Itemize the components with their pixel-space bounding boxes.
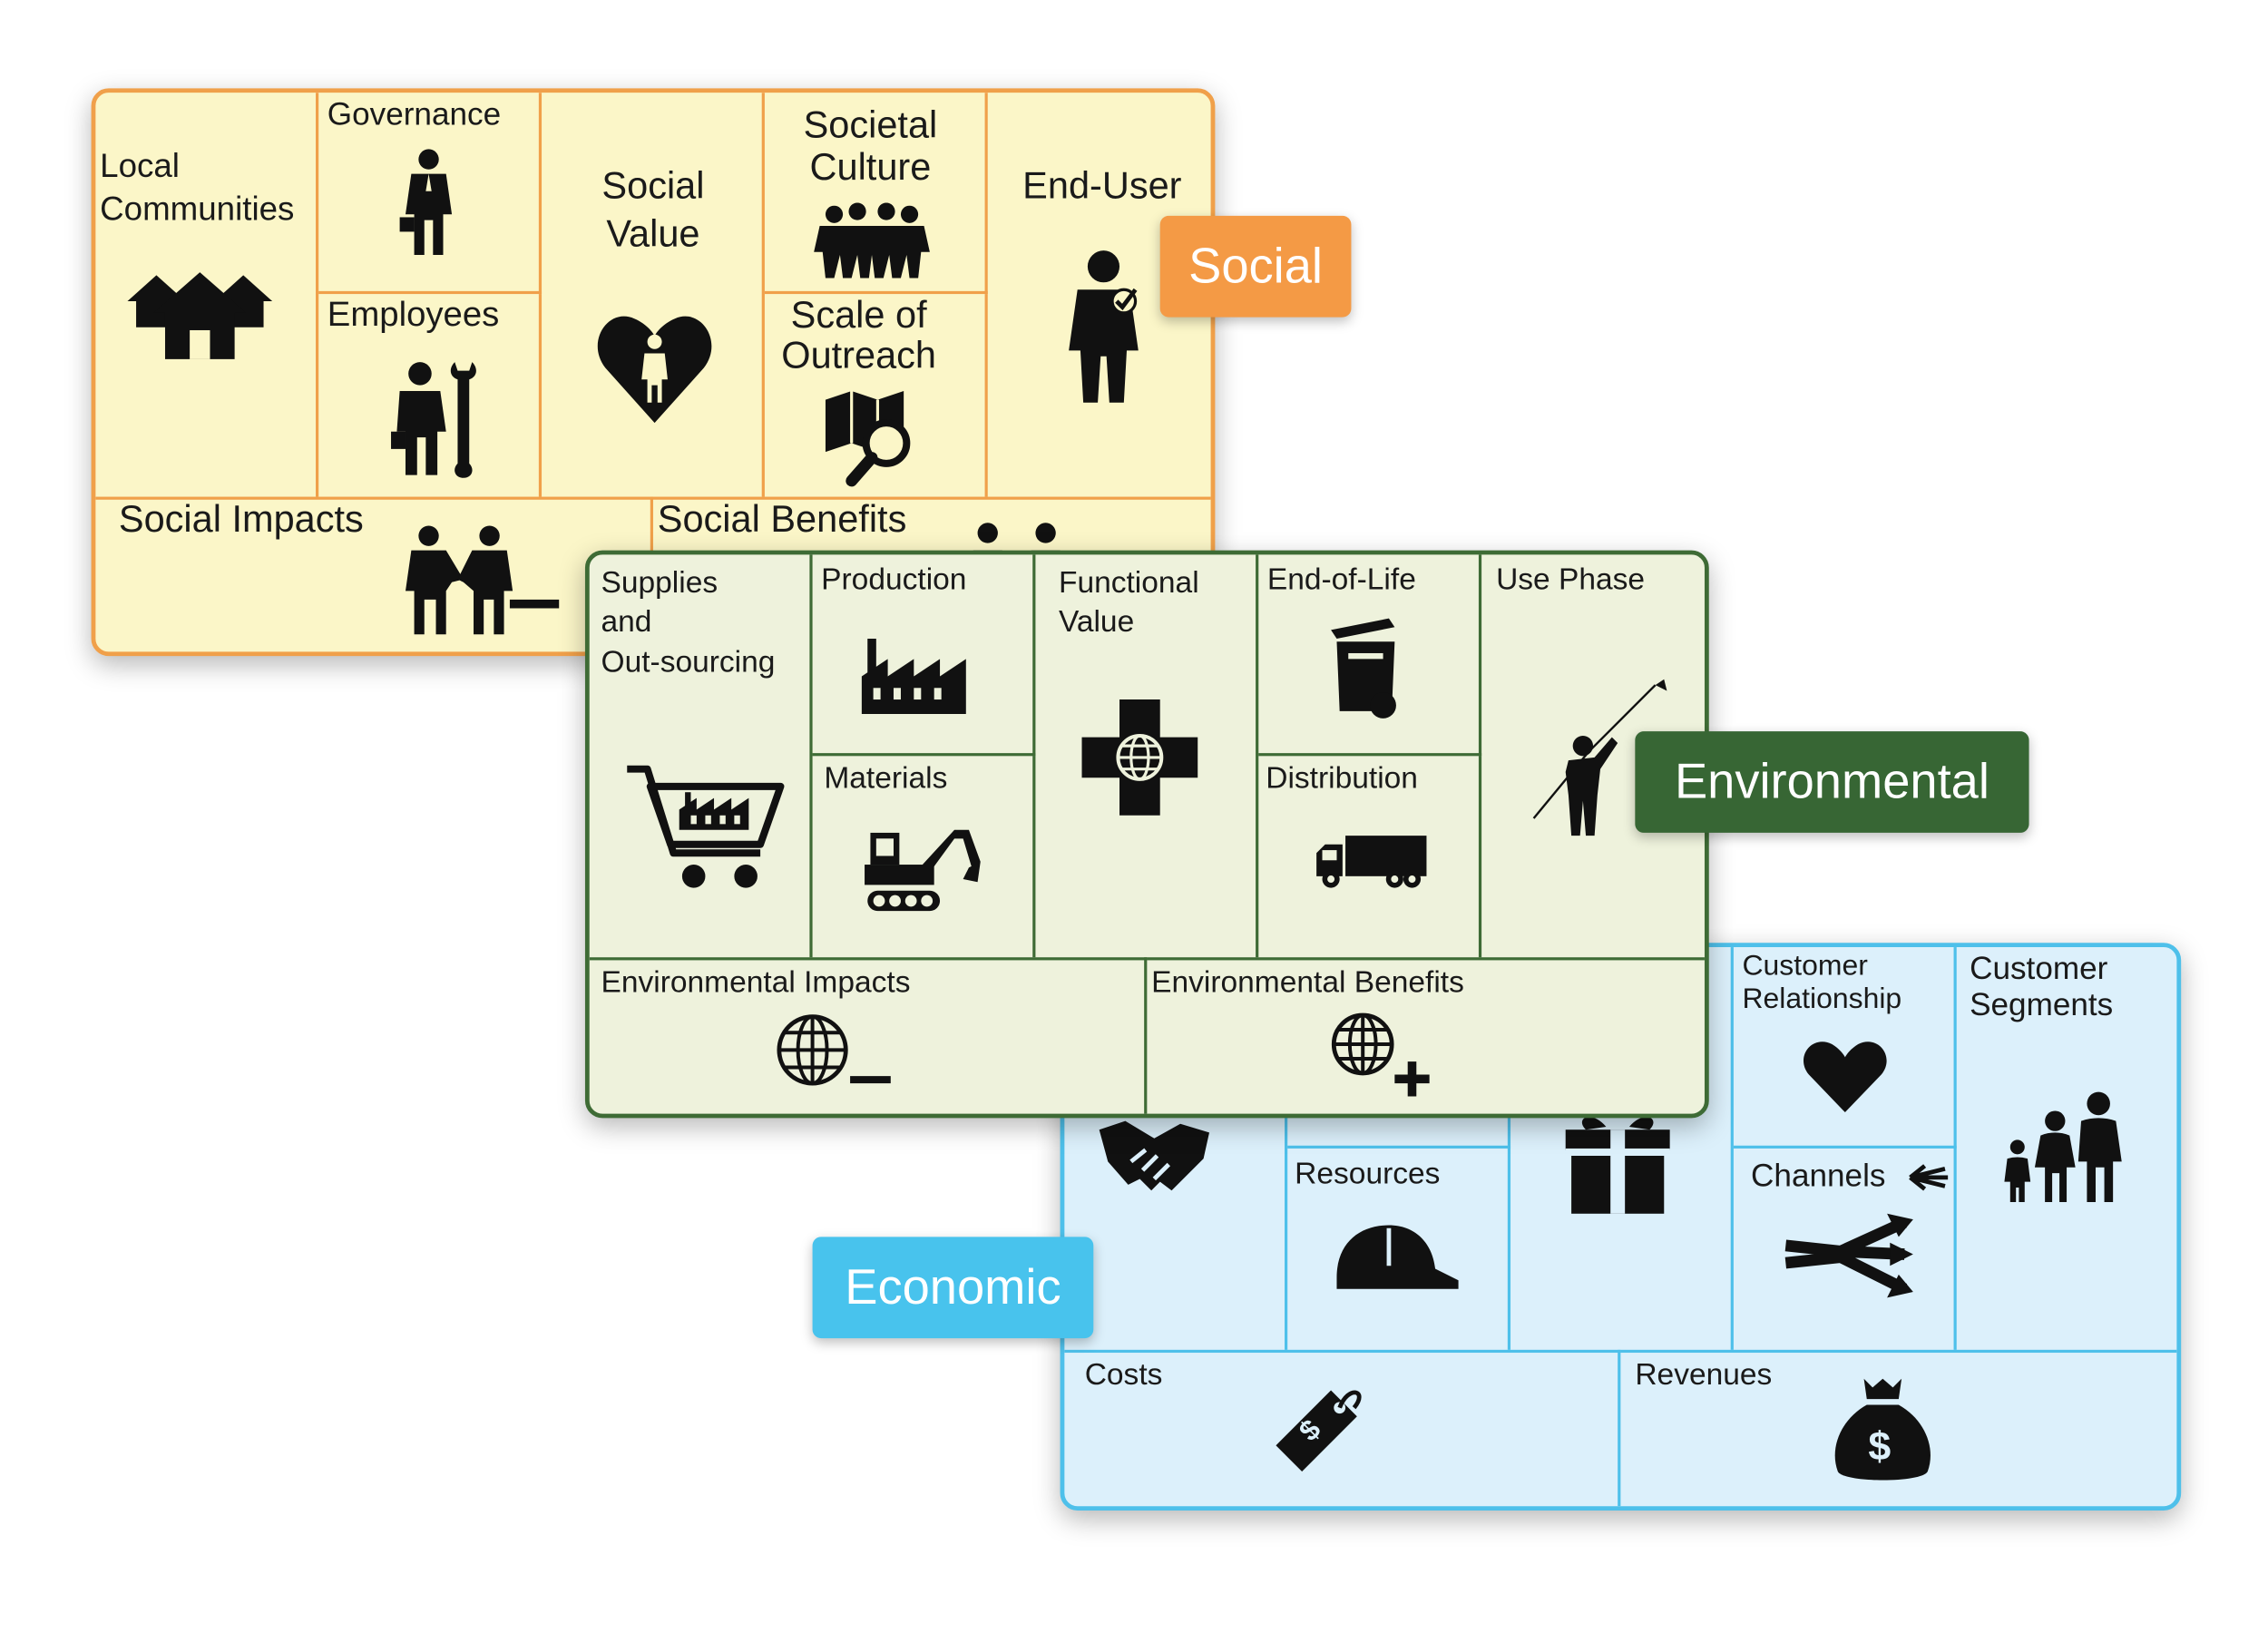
channels-small-arrows-icon — [1909, 1164, 1949, 1191]
label-end-of-life: End-of-Life — [1266, 562, 1416, 597]
globe-plus-icon — [1331, 1012, 1430, 1097]
user-check-icon — [1069, 250, 1139, 403]
label-revenues: Revenues — [1635, 1358, 1773, 1393]
label-end-user: End-User — [1022, 163, 1182, 208]
label-costs: Costs — [1084, 1358, 1163, 1393]
svg-text:$: $ — [1868, 1424, 1891, 1469]
label-functional-value: Functional Value — [1058, 566, 1199, 640]
heart-person-icon — [597, 316, 712, 424]
waste-bin-icon — [1331, 618, 1396, 719]
social-cell-employees — [318, 294, 543, 497]
worker-wrench-icon — [391, 362, 476, 478]
economic-cell-resources — [1287, 1148, 1511, 1350]
map-search-icon — [825, 391, 911, 487]
economic-cell-revenues — [1620, 1349, 2177, 1506]
env-cell-production — [812, 554, 1036, 757]
economic-cell-key-partners — [1064, 947, 1288, 1350]
label-customer-segments: Customer Segments — [1970, 950, 2114, 1023]
excavator-icon — [865, 829, 981, 912]
label-distribution: Distribution — [1266, 761, 1418, 796]
label-supplies: Supplies and Out-sourcing — [601, 566, 776, 680]
arrows-icon — [1784, 1213, 1913, 1298]
env-cell-environmental-benefits — [1147, 957, 1705, 1113]
env-cell-distribution — [1258, 756, 1482, 958]
label-scale-of-outreach: Scale of Outreach — [781, 292, 937, 376]
label-channels: Channels — [1751, 1157, 1886, 1194]
family-icon — [2004, 1091, 2122, 1203]
economic-cell-value — [1510, 947, 1734, 1350]
label-local-communities: Local Communities — [100, 146, 295, 228]
social-cell-social-benefits — [652, 496, 1211, 652]
handshake-minus-icon — [405, 525, 560, 635]
environmental-tag: Environmental — [1635, 731, 2029, 833]
economic-cell-customer-relationship — [1733, 947, 1957, 1149]
person-kite-icon — [1532, 679, 1667, 836]
env-cell-supplies — [590, 554, 813, 958]
label-societal-culture: Societal Culture — [803, 103, 938, 189]
social-cell-scale-of-outreach — [765, 294, 988, 497]
economic-cell-channels — [1734, 1148, 1957, 1350]
hard-hat-icon — [1336, 1225, 1459, 1289]
social-tag: Social — [1159, 215, 1352, 318]
economic-cell-costs — [1064, 1349, 1621, 1507]
env-cell-environmental-impacts — [589, 957, 1148, 1114]
label-social-value: Social Value — [601, 163, 705, 255]
social-cell-governance — [318, 93, 543, 295]
label-environmental-impacts: Environmental Impacts — [601, 965, 911, 1000]
factory-icon — [861, 639, 966, 715]
label-customer-relationship: Customer Relationship — [1742, 950, 1902, 1016]
heart-icon — [1804, 1041, 1887, 1113]
truck-icon — [1316, 836, 1427, 888]
label-environmental-benefits: Environmental Benefits — [1151, 965, 1464, 1000]
label-employees: Employees — [327, 295, 500, 335]
gift-icon — [1565, 1117, 1670, 1214]
money-bag-icon: $ — [1834, 1378, 1931, 1481]
social-cell-social-value — [542, 93, 765, 497]
label-resources: Resources — [1295, 1157, 1441, 1191]
social-cell-societal-culture — [764, 93, 988, 295]
economic-tag: Economic — [812, 1237, 1094, 1339]
label-production: Production — [821, 562, 967, 597]
cart-factory-icon — [627, 765, 785, 888]
businessman-icon — [399, 149, 453, 255]
label-materials: Materials — [824, 761, 948, 796]
env-cell-end-of-life — [1258, 554, 1482, 757]
env-cell-functional-value — [1035, 554, 1259, 958]
globe-minus-icon — [777, 1014, 891, 1086]
houses-icon — [127, 272, 273, 359]
group-people-icon — [814, 202, 930, 279]
cross-globe-icon — [1081, 699, 1198, 816]
env-cell-materials — [813, 756, 1036, 958]
label-social-impacts: Social Impacts — [118, 496, 364, 541]
label-social-benefits: Social Benefits — [657, 496, 907, 541]
price-tag-icon: $ — [1276, 1390, 1362, 1472]
social-cell-local-communities — [95, 93, 319, 497]
handshake-icon — [1099, 1120, 1209, 1191]
environmental-board: Supplies and Out-sourcing Production Mat… — [584, 550, 1709, 1119]
label-use-phase: Use Phase — [1496, 562, 1646, 597]
label-governance: Governance — [327, 95, 502, 132]
